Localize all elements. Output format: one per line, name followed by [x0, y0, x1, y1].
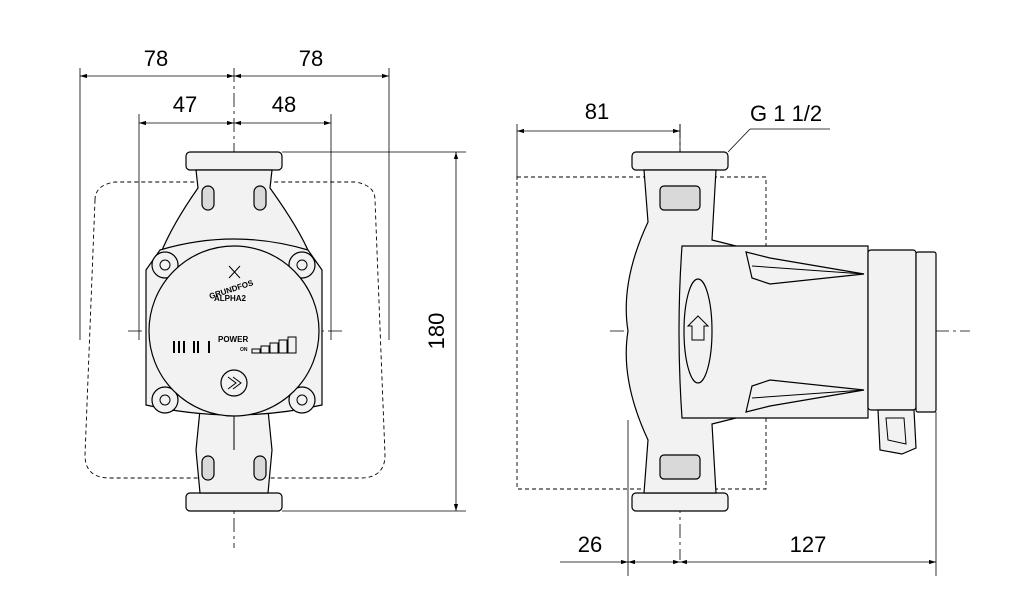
- side-end-cover: [915, 251, 937, 413]
- bolt-top-left: [151, 251, 179, 279]
- dim-flange-offset: 81: [585, 99, 609, 124]
- side-bottom-flange: [631, 492, 729, 512]
- cooling-fin-top: [745, 251, 865, 285]
- power-level-gauge: [251, 336, 297, 354]
- side-view: 81 G 1 1/2: [516, 99, 970, 576]
- dim-left-outer: 78: [144, 46, 168, 71]
- bolt-bottom-right: [288, 386, 316, 414]
- dimension-height: 180: [282, 151, 466, 512]
- dimension-bottom: 26 127: [560, 412, 937, 576]
- control-box-outline: [84, 181, 386, 479]
- slot-top-right: [253, 185, 267, 211]
- cooling-fin-bottom: [745, 379, 865, 413]
- flow-arrow-icon: [686, 315, 710, 341]
- side-slot-bottom: [659, 454, 701, 480]
- flow-direction-plate: [683, 278, 713, 384]
- bolt-bottom-left: [151, 386, 179, 414]
- front-view: 78 78 47 48: [79, 46, 466, 548]
- power-on-label: ON: [240, 347, 248, 353]
- control-panel-face: [148, 245, 320, 417]
- bottom-flange: [185, 492, 283, 512]
- dim-right-inner: 48: [272, 92, 296, 117]
- speed-indicator-bars: [173, 341, 210, 353]
- dim-body-length: 127: [790, 532, 827, 557]
- power-plug: [877, 409, 917, 455]
- dim-height: 180: [424, 313, 449, 350]
- side-stator-housing: [678, 245, 869, 419]
- dimension-width-outer: 78 78: [79, 46, 390, 340]
- thread-callout: G 1 1/2: [727, 101, 830, 153]
- mode-button-icon: [220, 369, 248, 397]
- side-slot-top: [659, 185, 701, 211]
- thread-label: G 1 1/2: [750, 101, 822, 126]
- side-control-box-outline: [516, 176, 767, 490]
- dim-inlet-depth: 26: [578, 532, 602, 557]
- power-label: POWER: [218, 335, 248, 344]
- side-end-cap: [867, 249, 917, 411]
- side-top-flange: [631, 151, 729, 171]
- dimension-flange-offset: 81: [516, 99, 681, 180]
- top-flange: [185, 151, 283, 171]
- slot-bottom-right: [253, 455, 267, 481]
- slot-bottom-left: [201, 455, 215, 481]
- model-label: ALPHA2: [214, 294, 247, 303]
- slot-top-left: [201, 185, 215, 211]
- dim-left-inner: 47: [173, 92, 197, 117]
- dim-right-outer: 78: [299, 46, 323, 71]
